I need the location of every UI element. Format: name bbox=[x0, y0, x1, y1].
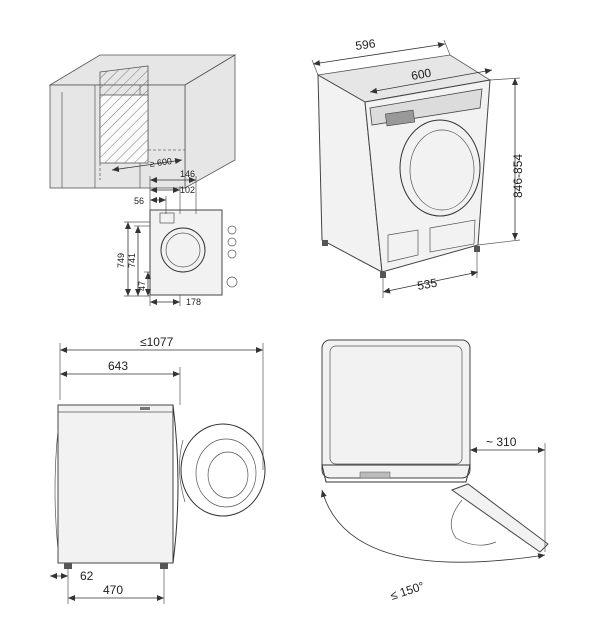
install-dim-102: 102 bbox=[180, 185, 195, 195]
side-view: ≤1077 643 62 470 bbox=[50, 335, 266, 604]
side-depth-label: 643 bbox=[108, 359, 128, 373]
install-dim-47: 47 bbox=[137, 281, 147, 291]
isometric-view: 596 600 846-854 535 bbox=[311, 36, 525, 298]
install-dim-749: 749 bbox=[116, 253, 126, 268]
iso-width-label: 600 bbox=[410, 66, 432, 83]
top-view: ~ 310 ≤ 150° bbox=[320, 339, 549, 603]
top-door-angle-label: ≤ 150° bbox=[389, 579, 427, 603]
top-door-reach-label: ~ 310 bbox=[486, 435, 517, 449]
install-dim-741: 741 bbox=[127, 253, 137, 268]
install-dim-146: 146 bbox=[180, 169, 195, 179]
iso-height-label: 846-854 bbox=[511, 154, 525, 198]
side-foot-offset-label: 62 bbox=[80, 569, 94, 583]
installation-view: ≥ 600 146 102 56 749 741 47 178 bbox=[48, 54, 238, 307]
iso-depth-label: 596 bbox=[354, 36, 376, 53]
side-overall-label: ≤1077 bbox=[140, 335, 174, 349]
install-dim-178: 178 bbox=[186, 297, 201, 307]
install-width-label: ≥ 600 bbox=[149, 156, 173, 169]
iso-foot-span-label: 535 bbox=[416, 276, 438, 293]
install-dim-56: 56 bbox=[134, 196, 144, 206]
side-foot-span-label: 470 bbox=[103, 583, 123, 597]
